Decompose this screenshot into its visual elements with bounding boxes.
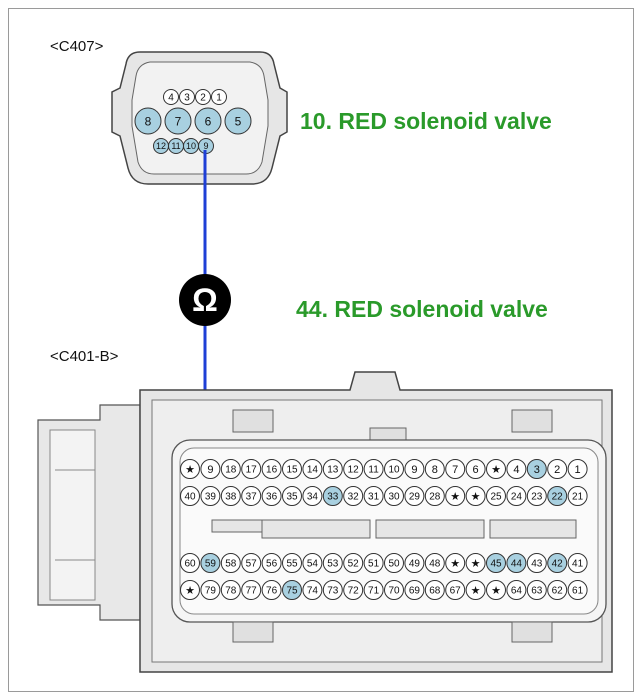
connector-c401b-label: <C401-B> <box>50 348 119 365</box>
connector-c407-label: <C407> <box>50 38 104 55</box>
wire-label-pin-10: 10. RED solenoid valve <box>300 108 552 134</box>
wire-label-pin-44: 44. RED solenoid valve <box>296 296 548 322</box>
